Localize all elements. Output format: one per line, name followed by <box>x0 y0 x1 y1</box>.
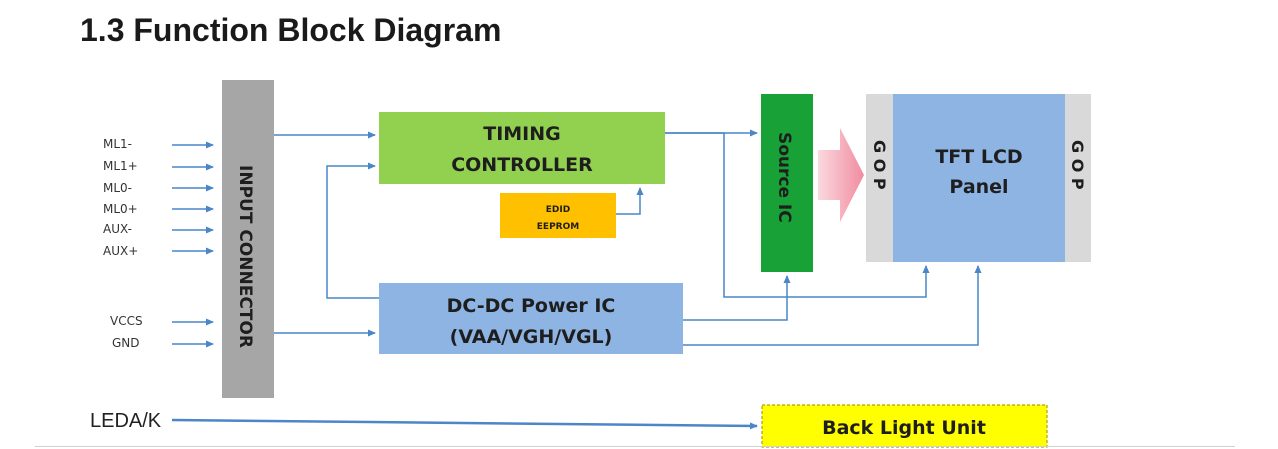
signal-inputs: ML1- ML1+ ML0- ML0+ AUX- AUX+ <box>103 137 214 258</box>
tft-lcd-panel-label-line2: Panel <box>949 176 1008 198</box>
edid-eeprom-label-line1: EDID <box>546 205 570 215</box>
big-arrow <box>818 128 864 222</box>
timing-controller-label-line1: TIMING <box>483 123 561 145</box>
input-connector-label: INPUT CONNECTOR <box>235 165 255 348</box>
signal-label: ML1+ <box>103 159 138 173</box>
signal-label: ML0- <box>103 181 132 195</box>
connection-lines <box>171 129 982 430</box>
signal-label: AUX+ <box>103 244 138 258</box>
edid-eeprom-block <box>500 193 616 238</box>
dcdc-power-ic-block <box>379 283 683 354</box>
page-title: 1.3 Function Block Diagram <box>80 12 502 48</box>
timing-controller-label-line2: CONTROLLER <box>451 154 593 176</box>
dcdc-to-source-arrow <box>683 275 791 321</box>
divider <box>35 446 1235 447</box>
eeprom-to-tcon-arrow <box>616 187 644 215</box>
tft-lcd-panel-block <box>893 94 1065 262</box>
tft-lcd-panel-label-line1: TFT LCD <box>935 146 1022 168</box>
power-label: VCCS <box>110 314 143 328</box>
gop-left-block <box>866 94 893 262</box>
backlight-input-label: LEDA/K <box>90 410 162 432</box>
leda-to-backlight-arrow <box>171 418 758 430</box>
gop-left-label: G O P <box>870 140 889 190</box>
tcon-to-panel-line <box>665 132 930 298</box>
back-light-unit-block <box>761 404 1048 448</box>
source-ic-label: Source IC <box>774 132 794 223</box>
dcdc-to-tcon-arrow <box>326 162 379 299</box>
source-ic-block <box>761 94 813 272</box>
power-label: GND <box>112 336 140 350</box>
edid-eeprom-label-line2: EEPROM <box>537 222 579 232</box>
back-light-unit-label: Back Light Unit <box>822 417 986 439</box>
dcdc-to-panel-arrow <box>683 265 982 346</box>
input-connector-block <box>222 80 274 398</box>
gop-right-label: G O P <box>1068 140 1087 190</box>
signal-label: ML0+ <box>103 202 138 216</box>
gop-right-block <box>1065 94 1091 262</box>
power-inputs: VCCS GND <box>110 314 214 350</box>
signal-label: ML1- <box>103 137 132 151</box>
dcdc-power-ic-label-line1: DC-DC Power IC <box>447 295 616 317</box>
dcdc-power-ic-label-line2: (VAA/VGH/VGL) <box>450 326 613 348</box>
signal-label: AUX- <box>103 222 132 236</box>
timing-controller-block <box>379 112 665 184</box>
